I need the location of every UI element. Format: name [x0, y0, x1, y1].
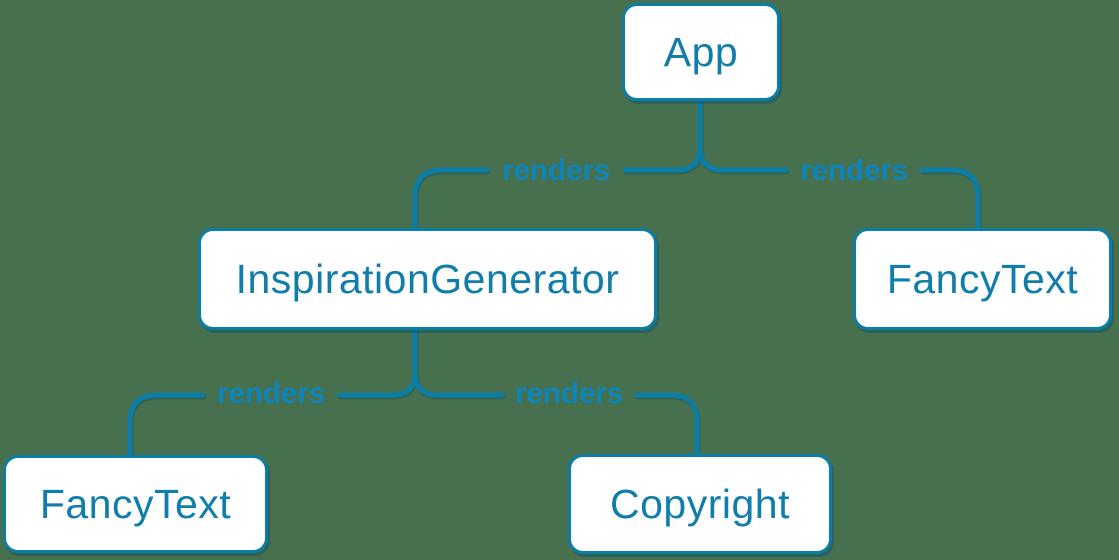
node-fancy-text-bottom-left-label: FancyText — [39, 480, 232, 527]
edge-label-renders-inspirationgenerator-fancytext: renders — [217, 377, 325, 410]
node-app: App — [622, 3, 780, 101]
node-app-label: App — [663, 28, 739, 75]
node-copyright: Copyright — [568, 454, 832, 554]
node-fancy-text-top-right-label: FancyText — [886, 255, 1079, 302]
edge-inspirationgenerator-to-copyright — [412, 369, 700, 459]
node-copyright-label: Copyright — [610, 480, 790, 527]
edge-label-renders-inspirationgenerator-copyright: renders — [515, 377, 623, 410]
edge-label-renders-app-inspirationgenerator: renders — [502, 154, 610, 187]
edge-app-to-fancytext — [697, 144, 981, 233]
node-inspiration-generator-label: InspirationGenerator — [235, 255, 620, 302]
node-fancy-text-bottom-left: FancyText — [3, 455, 268, 553]
node-inspiration-generator: InspirationGenerator — [198, 228, 657, 330]
edge-label-renders-app-fancytext: renders — [800, 154, 908, 187]
node-fancy-text-top-right: FancyText — [853, 228, 1112, 330]
